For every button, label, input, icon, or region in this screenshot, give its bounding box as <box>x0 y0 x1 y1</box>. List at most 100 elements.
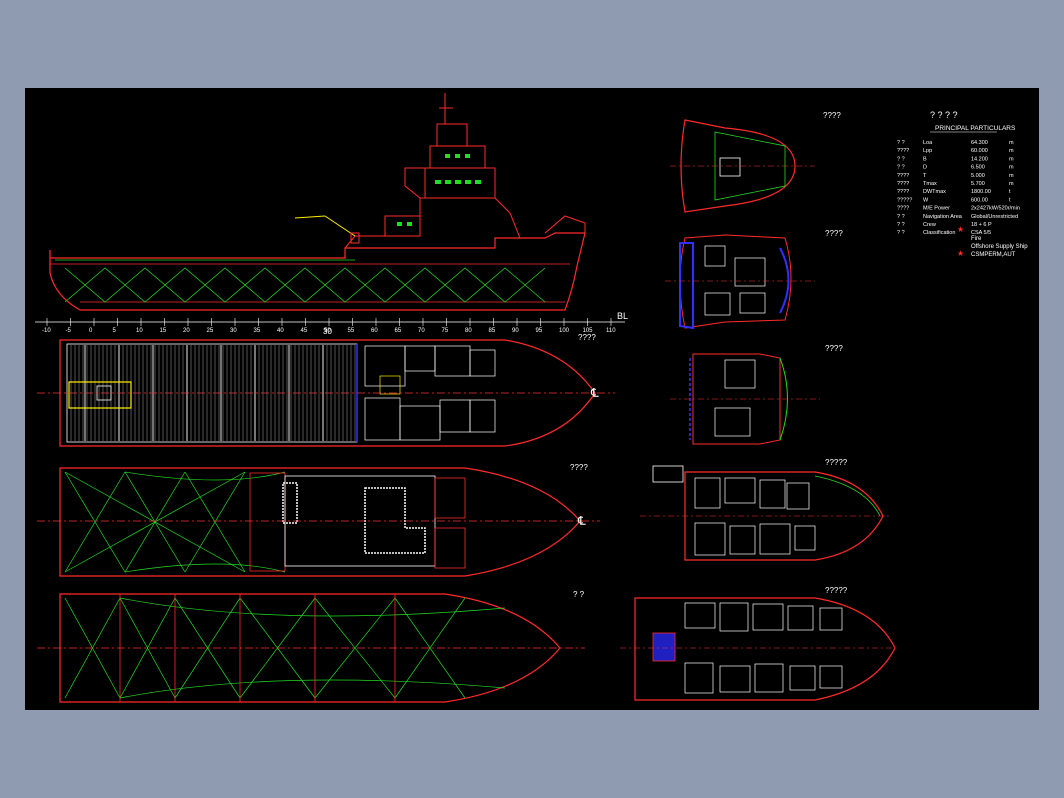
frame-label: 60 <box>371 328 378 334</box>
frame-label: 15 <box>160 328 167 334</box>
particulars-unit: m <box>1009 165 1014 171</box>
star-icon: ★ <box>957 225 964 234</box>
frame-label: 75 <box>442 328 449 334</box>
particulars-value: Global/Unrestricted <box>971 214 1018 220</box>
hold-plan: ? ? <box>37 590 585 703</box>
particulars-value: 1800.00 <box>971 189 991 195</box>
deck-a-inner <box>714 131 786 201</box>
particulars-value: 5.000 <box>971 173 985 179</box>
deck-c-plan: ???? <box>670 344 843 445</box>
frame-label: 105 <box>583 328 594 334</box>
particulars-symbol: Lpp <box>923 148 932 154</box>
particulars-name: ? ? <box>897 156 905 162</box>
principal-particulars-table: ? ? ? ? PRINCIPAL PARTICULARS ? ? Loa 64.3… <box>897 110 1028 258</box>
particulars-symbol: Crew <box>923 222 936 228</box>
particulars-value: 5.700 <box>971 181 985 187</box>
particulars-symbol: W <box>923 197 929 203</box>
tween-deck-plan: ???? ℄ <box>37 463 600 577</box>
rescue-boat <box>652 465 684 483</box>
particulars-value: 14.200 <box>971 156 988 162</box>
particulars-symbol: Classification <box>923 230 955 236</box>
particulars-unit: m <box>1009 173 1014 179</box>
frame-label: 30 <box>230 328 237 334</box>
particulars-name: ???? <box>897 181 909 187</box>
superstructure-windows <box>397 154 481 226</box>
frame-label: 5 <box>113 328 117 334</box>
frame-label: 95 <box>536 328 543 334</box>
frame-label: 80 <box>465 328 472 334</box>
aft-crane <box>294 215 360 244</box>
deck-a-title: ???? <box>823 111 841 120</box>
main-deck-plan: ???? ℄ <box>37 333 615 447</box>
deck-d-plan: ????? <box>640 458 890 561</box>
profile-hull-outline <box>49 232 586 311</box>
particulars-value: 18 + 6 P <box>971 222 992 228</box>
frame-label: 85 <box>489 328 496 334</box>
frame-label: 55 <box>348 328 355 334</box>
particulars-value: 600.00 <box>971 197 988 203</box>
particulars-name: ???? <box>897 173 909 179</box>
superstructure <box>344 93 586 249</box>
tween-deck-stairs <box>364 487 426 554</box>
deck-a-outline <box>680 119 796 213</box>
frame-label: 70 <box>418 328 425 334</box>
deck-d-title: ????? <box>825 458 848 467</box>
particulars-row: ? ? Crew 18 + 6 P <box>897 222 992 228</box>
class-note-3: CSMPERM,AUT <box>971 252 1016 258</box>
particulars-value: 6.500 <box>971 165 985 171</box>
particulars-symbol: Loa <box>923 140 933 146</box>
frame-label: 10 <box>136 328 143 334</box>
particulars-name: ???? <box>897 148 909 154</box>
frame-label: 45 <box>301 328 308 334</box>
frame-label: 110 <box>606 328 616 334</box>
deck-b-title: ???? <box>825 229 843 238</box>
tween-deck-ladder <box>282 482 298 524</box>
main-deck-title: ???? <box>578 333 596 342</box>
deck-b-outline <box>679 234 792 329</box>
particulars-subtitle: PRINCIPAL PARTICULARS <box>935 125 1016 132</box>
centerline-icon: ℄ <box>577 514 586 528</box>
frame-label: 90 <box>512 328 519 334</box>
main-deck-rooms <box>364 345 496 441</box>
frame-label: 20 <box>183 328 190 334</box>
particulars-symbol: M/E Power <box>923 206 950 212</box>
particulars-row: ? ? Navigation Area Global/Unrestricted <box>897 214 1018 220</box>
deck-e-plan: ????? <box>620 586 896 701</box>
particulars-symbol: D <box>923 165 927 171</box>
particulars-row: ???? T 5.000 m <box>897 173 1014 179</box>
particulars-name: ? ? <box>897 214 905 220</box>
particulars-symbol: DWTmax <box>923 189 946 195</box>
frame-label: 0 <box>89 328 93 334</box>
particulars-name: ? ? <box>897 222 905 228</box>
particulars-symbol: T <box>923 173 927 179</box>
deck-b-plan: ???? <box>665 229 843 330</box>
particulars-value: 64.300 <box>971 140 988 146</box>
particulars-name: ? ? <box>897 140 905 146</box>
class-note-1: Fire <box>971 236 982 242</box>
deck-e-outline <box>634 597 896 701</box>
frame-label: -5 <box>66 328 72 334</box>
deck-e-title: ????? <box>825 586 848 595</box>
frame-label: -10 <box>42 328 51 334</box>
particulars-unit: m <box>1009 181 1014 187</box>
tween-deck-title: ???? <box>570 463 588 472</box>
frame-label: 65 <box>395 328 402 334</box>
star-icon: ★ <box>957 249 964 258</box>
particulars-symbol: Navigation Area <box>923 214 963 220</box>
particulars-name: ???? <box>897 206 909 212</box>
particulars-name: ???? <box>897 189 909 195</box>
particulars-symbol: Tmax <box>923 181 937 187</box>
particulars-value: 60.000 <box>971 148 988 154</box>
frame-scale-end-label: BL <box>617 311 628 321</box>
particulars-value: CSA 5/5 <box>971 230 991 236</box>
